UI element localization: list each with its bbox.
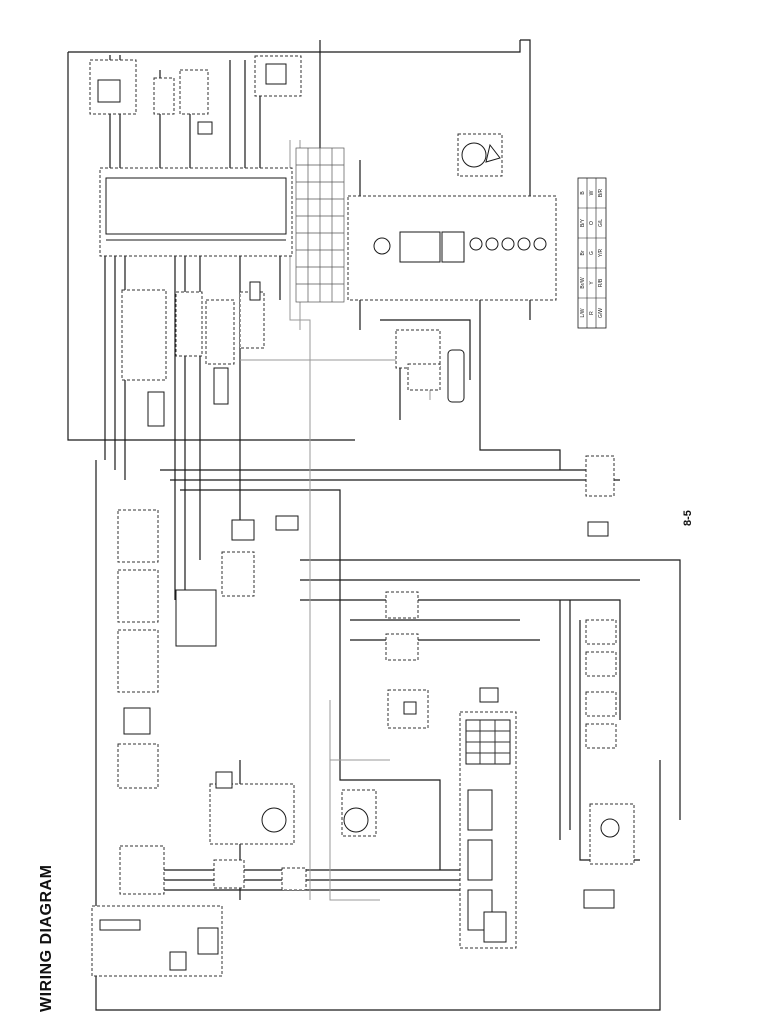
bottom-left-components bbox=[91, 905, 223, 977]
harness-center-run bbox=[174, 255, 241, 600]
color-code-cell: Y bbox=[589, 281, 595, 285]
color-code-cell: B/R bbox=[598, 188, 604, 197]
fuse-box bbox=[459, 687, 517, 949]
harness-bottom-run bbox=[140, 760, 500, 900]
harness-relay-run bbox=[339, 600, 540, 870]
harness-lower-run bbox=[160, 469, 620, 600]
harness-sensor-run bbox=[329, 700, 390, 901]
page-title: WIRING DIAGRAM bbox=[38, 864, 55, 1012]
harness-top-center bbox=[229, 40, 321, 170]
ecu-connector-pinout bbox=[295, 147, 345, 303]
center-components bbox=[209, 591, 429, 891]
color-code-cell: W bbox=[589, 190, 595, 195]
color-code-cell: R bbox=[589, 311, 595, 315]
meter-assembly bbox=[347, 195, 557, 301]
color-code-cell: L/W bbox=[580, 308, 586, 317]
color-code-cell: G/W bbox=[598, 308, 604, 318]
color-code-cell: R/B bbox=[598, 278, 604, 287]
fuel-sender-unit bbox=[457, 133, 503, 177]
color-code-cell: Br/W bbox=[580, 277, 586, 288]
switch-modules bbox=[117, 509, 299, 895]
color-code-cell: B/Y bbox=[580, 218, 586, 227]
color-code-cell: Br bbox=[580, 250, 586, 255]
color-code-cell: O bbox=[589, 221, 595, 225]
left-sensor-boxes bbox=[121, 289, 265, 381]
color-code-cell: G bbox=[589, 251, 595, 255]
horn-and-connectors bbox=[147, 281, 465, 427]
right-lamps bbox=[583, 455, 635, 909]
ecu bbox=[99, 167, 293, 257]
color-code-cell: Y/R bbox=[598, 248, 604, 257]
harness-main-trunk bbox=[67, 40, 661, 1011]
color-code-cell: B bbox=[580, 191, 586, 195]
page-number: 8-5 bbox=[682, 510, 694, 526]
color-code-cell: G/L bbox=[598, 219, 604, 227]
top-left-sensors bbox=[89, 55, 302, 135]
